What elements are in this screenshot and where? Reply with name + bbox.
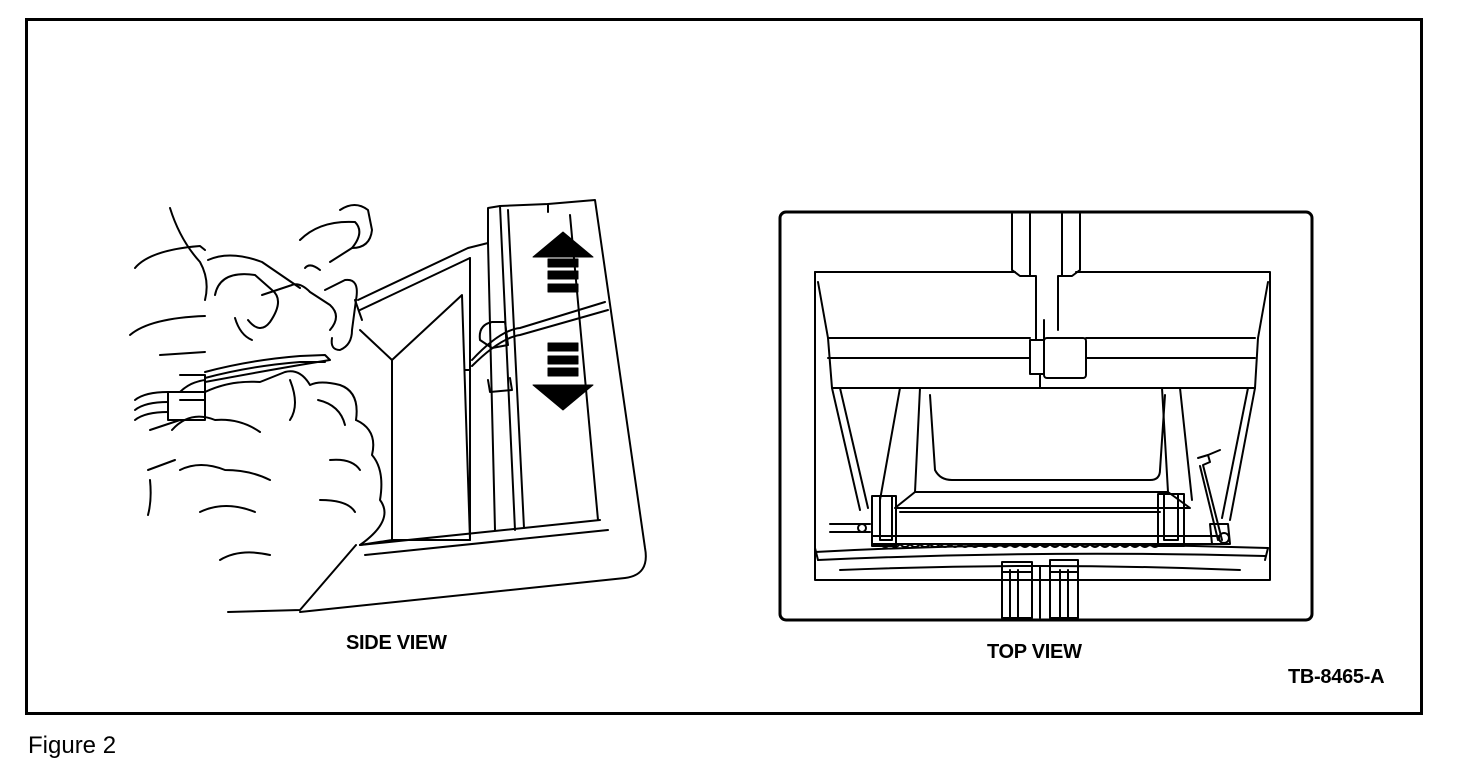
figure-frame: [25, 18, 1423, 715]
drawing-number: TB-8465-A: [1288, 666, 1385, 688]
motion-arrows: [532, 231, 594, 411]
down-arrow-icon: [532, 384, 594, 411]
side-view-drawing: [129, 199, 647, 613]
up-arrow-icon: [532, 231, 594, 258]
top-view-label: TOP VIEW: [987, 641, 1082, 663]
top-view-drawing: [778, 210, 1314, 622]
side-view-label: SIDE VIEW: [346, 632, 447, 654]
figure-caption: Figure 2: [28, 732, 117, 759]
